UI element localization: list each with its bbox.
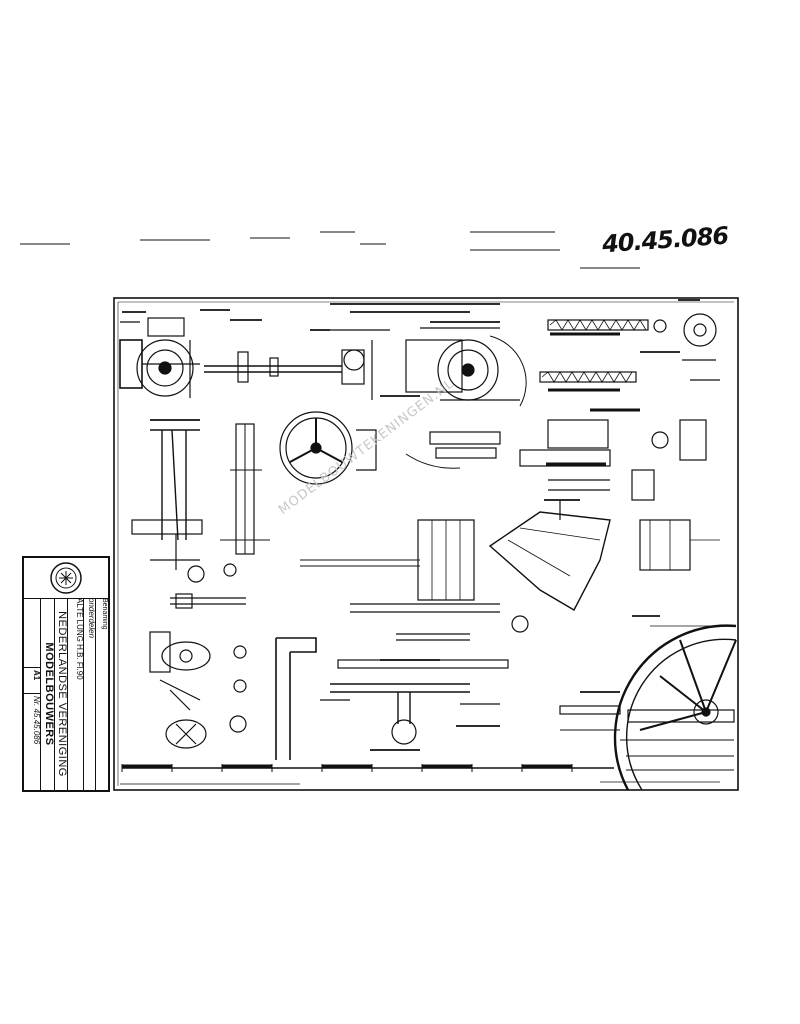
field-label: Benaming [101, 598, 108, 630]
sheet-number: Nr. 45.45.086 [32, 696, 41, 745]
association-seal-icon [50, 562, 82, 594]
title-block-row-subject: onderdelen [83, 598, 96, 790]
title-block-row-label: Benaming [95, 598, 108, 790]
number-cell: Nr. 45.45.086 [24, 694, 41, 790]
sheet-format: A1 [32, 670, 41, 681]
seal-cell [24, 558, 108, 599]
format-cell: A1 [24, 668, 41, 694]
title-block-row-org-2: MODELBOUWERS [40, 598, 55, 790]
title-block-row-number: A1 Nr. 45.45.086 [24, 598, 41, 790]
subject-note: onderdelen [87, 598, 96, 639]
empty-cell [24, 598, 41, 668]
organisation-line-2: MODELBOUWERS [43, 642, 55, 746]
model-name: ALTE LUNG H.B. Fl.90 [75, 598, 84, 680]
organisation-line-1: NEDERLANDSE VERENIGING [56, 611, 68, 777]
title-block-row-org-1: NEDERLANDSE VERENIGING [54, 598, 68, 790]
title-block: Benaming onderdelen ALTE LUNG H.B. Fl.90… [22, 556, 110, 792]
title-block-row-model: ALTE LUNG H.B. Fl.90 [67, 598, 84, 790]
title-block-content: Benaming onderdelen ALTE LUNG H.B. Fl.90… [24, 558, 108, 790]
title-block-text-area: Benaming onderdelen ALTE LUNG H.B. Fl.90… [24, 598, 108, 790]
